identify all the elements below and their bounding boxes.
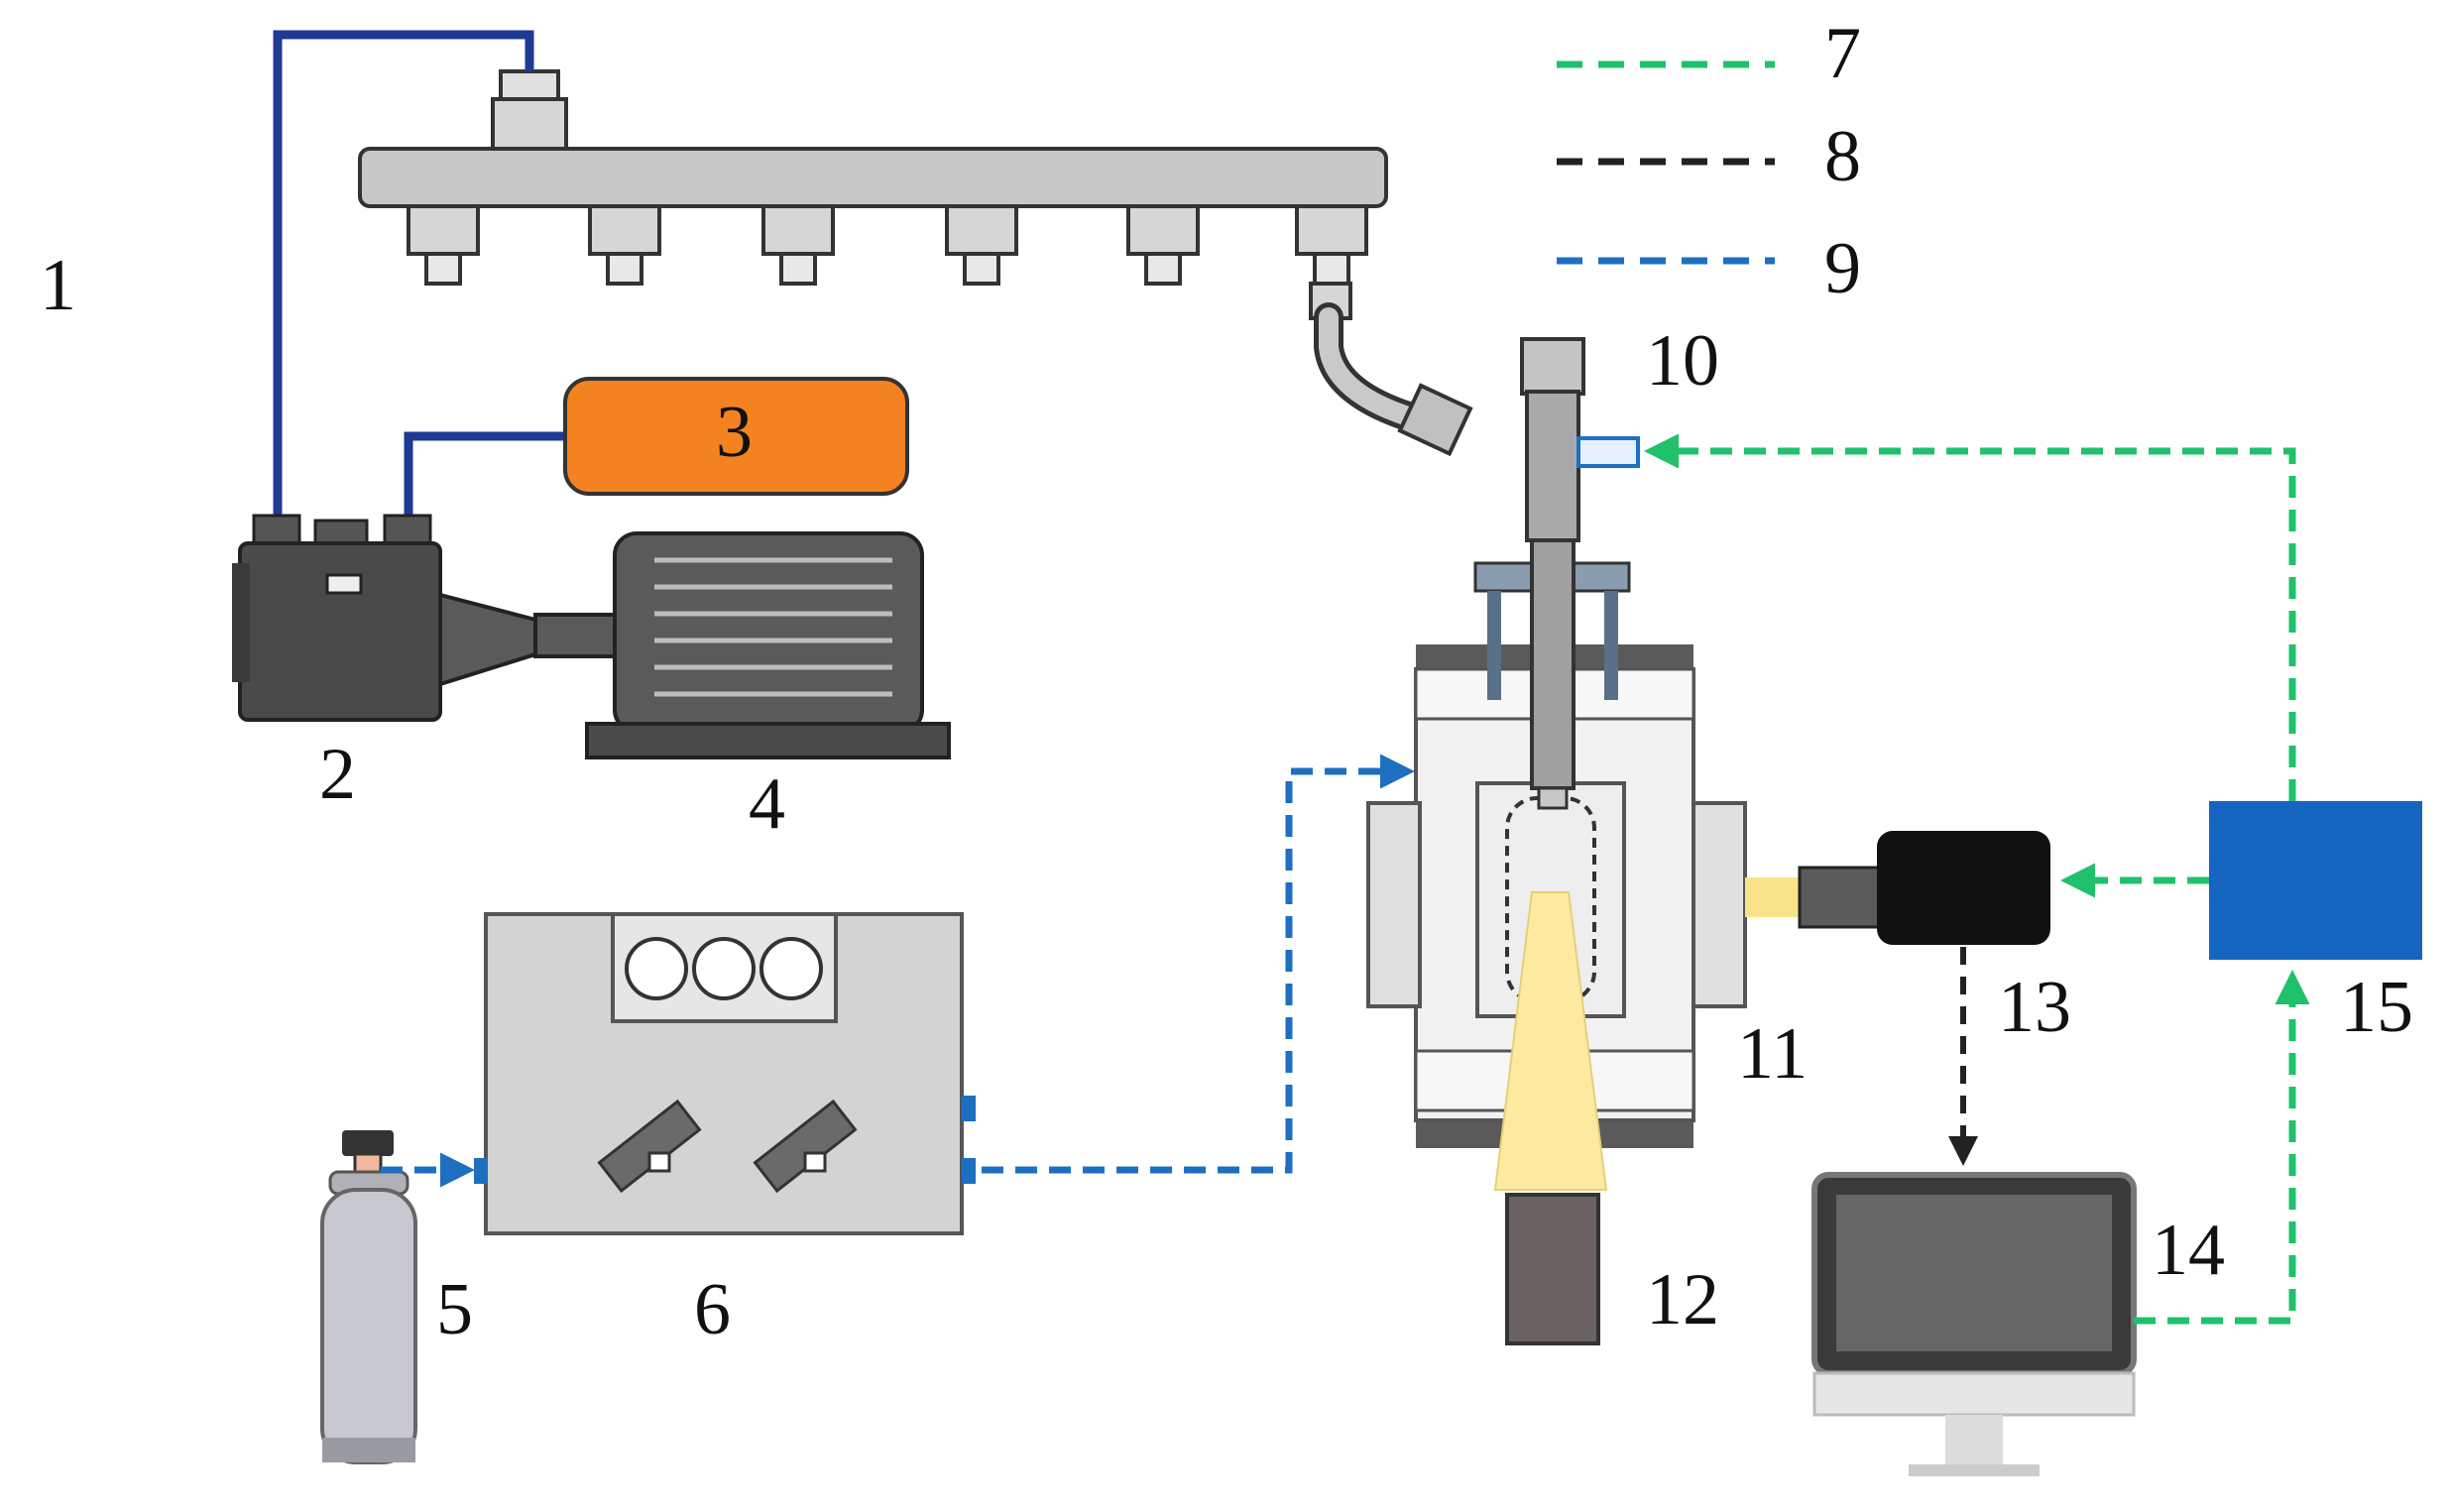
electric-motor: 4 xyxy=(438,531,951,845)
legend: 7 8 9 xyxy=(1557,13,1861,309)
signal-lines xyxy=(1644,433,2310,1325)
injector-pipe xyxy=(1309,282,1473,457)
gas-lines xyxy=(381,754,1415,1188)
high-pressure-pump: 2 xyxy=(232,514,442,815)
label-13: 13 xyxy=(1998,967,2071,1048)
legend-label-8: 8 xyxy=(1824,116,1861,197)
label-6: 6 xyxy=(694,1269,731,1350)
light-source: 12 xyxy=(1505,1193,1719,1345)
label-4: 4 xyxy=(749,763,785,845)
spray-plume xyxy=(1493,891,1608,1191)
common-rail: 1 xyxy=(40,69,1388,326)
computer-monitor: 14 xyxy=(1811,1172,2225,1476)
fuel-tank: 3 xyxy=(563,377,909,496)
label-1: 1 xyxy=(40,245,76,326)
label-12: 12 xyxy=(1646,1259,1719,1340)
label-15: 15 xyxy=(2340,967,2413,1048)
fuel-lines xyxy=(273,30,570,535)
injector: 10 xyxy=(1473,320,1719,810)
label-3: 3 xyxy=(716,392,753,473)
label-10: 10 xyxy=(1646,320,1719,402)
legend-label-9: 9 xyxy=(1824,228,1861,309)
rail-outlets xyxy=(407,204,1368,286)
label-14: 14 xyxy=(2152,1210,2225,1291)
label-2: 2 xyxy=(319,734,356,815)
gas-control-cabinet: 6 xyxy=(474,912,976,1350)
label-5: 5 xyxy=(436,1269,473,1350)
high-speed-camera: 13 xyxy=(1745,831,2071,1048)
controller-15 xyxy=(2209,801,2422,960)
legend-label-7: 7 xyxy=(1824,13,1861,94)
gas-cylinder: 5 xyxy=(320,1130,473,1464)
label-11: 11 xyxy=(1737,1013,1808,1095)
